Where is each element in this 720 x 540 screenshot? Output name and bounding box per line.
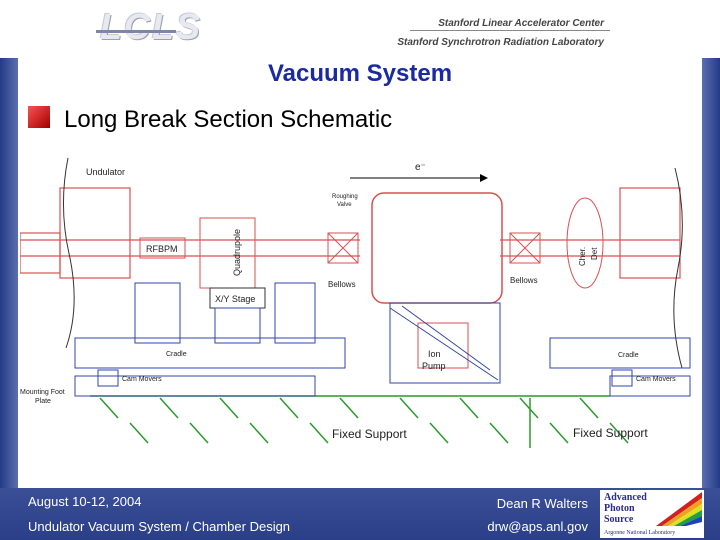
org-name-slac: Stanford Linear Accelerator Center xyxy=(438,18,604,29)
valve-box xyxy=(327,232,359,264)
label-mounting-foot-1: Mounting Foot xyxy=(20,389,65,396)
footer-date: August 10-12, 2004 xyxy=(28,494,142,509)
logo-underline xyxy=(96,30,176,33)
org-name-ssrl: Stanford Synchrotron Radiation Laborator… xyxy=(397,37,604,48)
quadrupole-box xyxy=(199,217,256,289)
chamber-stand xyxy=(389,302,501,384)
aps-logo-line4: Argonne National Laboratory xyxy=(604,530,676,536)
valve-box-right xyxy=(509,232,541,264)
label-ion-pump-2: Pump xyxy=(422,361,446,371)
label-bellows-right: Bellows xyxy=(510,276,538,285)
ground-hatching xyxy=(90,395,629,444)
left-border xyxy=(0,58,18,488)
org-divider xyxy=(410,30,610,31)
stand-left-3 xyxy=(274,282,316,344)
footer-email: drw@aps.anl.gov xyxy=(487,519,588,534)
label-cam-movers-left: Cam Movers xyxy=(122,376,162,383)
lcls-logo: LCLS xyxy=(100,6,202,47)
schematic-diagram: Undulator e⁻ Roughing Valve RFBPM Quadru… xyxy=(20,157,691,448)
label-xy-stage: X/Y Stage xyxy=(215,294,255,304)
aps-logo-line1: Advanced xyxy=(604,492,647,503)
cam-mover-right-box xyxy=(611,369,633,387)
label-cam-movers-right: Cam Movers xyxy=(636,376,676,383)
label-cradle-right: Cradle xyxy=(618,352,639,359)
cradle-right-bar xyxy=(549,337,691,369)
rfbpm-box xyxy=(139,237,186,259)
aps-logo-line3: Source xyxy=(604,514,634,525)
label-fixed-support-left: Fixed Support xyxy=(332,427,407,441)
label-fixed-support-right: Fixed Support xyxy=(573,426,648,440)
bullet-square-icon xyxy=(28,106,50,128)
slide-subtitle: Long Break Section Schematic xyxy=(64,106,393,133)
vacuum-chamber xyxy=(371,192,503,304)
label-electron: e⁻ xyxy=(415,162,426,173)
arrowhead-icon xyxy=(480,174,488,182)
label-undulator: Undulator xyxy=(86,167,125,177)
aps-logo-line2: Photon xyxy=(604,503,635,514)
label-mounting-foot-2: Plate xyxy=(35,398,51,405)
cradle-left-bar xyxy=(74,337,346,369)
footer-course: Undulator Vacuum System / Chamber Design xyxy=(28,519,291,534)
base-left xyxy=(74,375,316,397)
undulator-left xyxy=(20,187,360,279)
label-roughing-1: Roughing xyxy=(332,194,358,200)
footer-author: Dean R Walters xyxy=(496,496,588,511)
aps-logo: Advanced Photon Source Argonne National … xyxy=(600,490,704,538)
label-cher-1: Cher. xyxy=(578,247,587,266)
base-right xyxy=(609,375,691,397)
aps-rainbow-icon xyxy=(656,492,702,526)
label-ion-pump-1: Ion xyxy=(428,349,441,359)
label-rfbpm: RFBPM xyxy=(146,244,178,254)
label-roughing-2: Valve xyxy=(337,202,352,208)
slide-title: Vacuum System xyxy=(267,60,453,87)
header-bar: LCLS Stanford Linear Accelerator Center … xyxy=(0,0,720,58)
label-bellows-left: Bellows xyxy=(328,280,356,289)
undulator-break-line-left xyxy=(62,157,75,349)
label-cradle-left: Cradle xyxy=(166,351,187,358)
stand-left-2 xyxy=(214,307,261,344)
label-quadrupole: Quadrupole xyxy=(232,229,242,276)
label-cher-2: Det xyxy=(590,247,599,260)
undulator-right xyxy=(500,187,681,279)
cherenkov-detector xyxy=(566,197,604,289)
right-border xyxy=(702,58,720,488)
ion-pump-box xyxy=(417,322,469,369)
stand-left-1 xyxy=(134,282,181,344)
cam-mover-left-box xyxy=(97,369,119,387)
